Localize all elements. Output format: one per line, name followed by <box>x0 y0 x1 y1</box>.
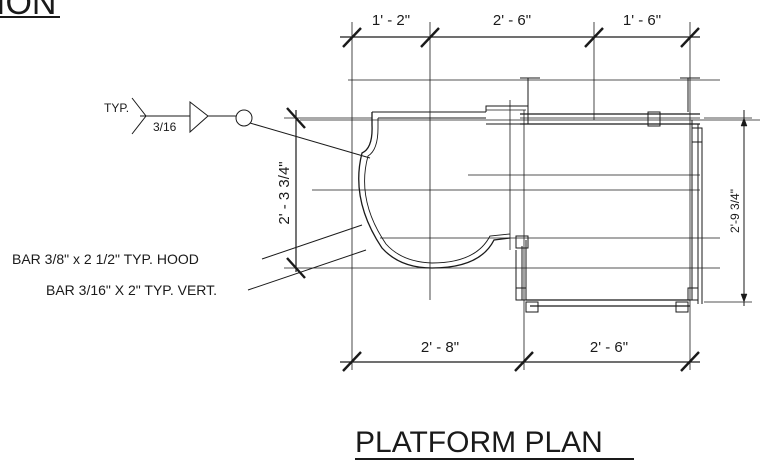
grid-lines <box>300 79 760 370</box>
dim-top-3: 1' - 6" <box>623 12 661 29</box>
weld-typ-note: TYP. <box>104 101 129 115</box>
right-dimension <box>704 110 752 306</box>
dim-right-vertical: 2'-9 3/4" <box>728 189 742 233</box>
platform-outline <box>358 77 703 313</box>
partial-section-title: ION <box>0 0 56 22</box>
callout-leaders <box>247 224 367 291</box>
dim-bottom-2: 2' - 6" <box>590 339 628 356</box>
weld-symbol <box>131 97 371 159</box>
callout-hood-bar: BAR 3/8" x 2 1/2" TYP. HOOD <box>12 251 199 267</box>
drawing-title: PLATFORM PLAN <box>355 426 603 459</box>
dim-top-1: 1' - 2" <box>372 12 410 29</box>
bottom-dimension-string <box>340 351 700 372</box>
dim-bottom-1: 2' - 8" <box>421 339 459 356</box>
top-dimension-string <box>340 22 700 370</box>
callout-vert-bar: BAR 3/16" X 2" TYP. VERT. <box>46 282 217 298</box>
weld-size: 3/16 <box>153 120 177 134</box>
left-dimension <box>284 107 400 279</box>
dim-top-2: 2' - 6" <box>493 12 531 29</box>
dim-left-vertical: 2' - 3 3/4" <box>276 161 293 224</box>
